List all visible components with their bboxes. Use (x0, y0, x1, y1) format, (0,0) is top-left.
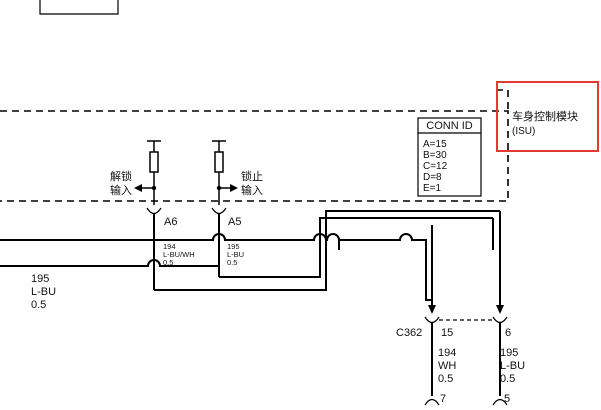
connector-id: C362 (396, 327, 422, 339)
pin-contact-symbol (211, 207, 227, 215)
unlock-input-circuit (134, 140, 162, 290)
pin-a6-label: A6 (164, 216, 177, 228)
pin-contact-symbol (492, 398, 508, 406)
conn-id-row: D=8 (423, 172, 442, 183)
module-code: (ISU) (512, 126, 535, 137)
unlock-input-label-1: 解锁 (110, 169, 132, 183)
c362-connector (424, 305, 508, 406)
module-highlight-box (496, 81, 599, 152)
pin-contact-symbol (424, 398, 440, 406)
unlock-input-label-2: 输入 (110, 183, 132, 197)
arrow-right-icon (230, 184, 238, 192)
c362-left-wire-circuit: 194 (438, 347, 456, 359)
conn-id-title: CONN ID (426, 120, 473, 132)
horizontal-wires (0, 210, 501, 309)
connector-bottom-pin-5: 5 (504, 393, 510, 405)
conn-id-row: C=12 (423, 161, 448, 172)
pin-contact-symbol (492, 316, 508, 324)
module-name: 车身控制模块 (512, 109, 578, 123)
resistor-symbol (149, 151, 159, 173)
lock-input-label-2: 输入 (241, 183, 263, 197)
arrow-down-icon (496, 305, 504, 314)
wire-a6-size: 0.5 (163, 258, 173, 267)
conn-id-row: E=1 (423, 183, 442, 194)
wire-left-circuit: 195 (31, 273, 49, 285)
c362-right-wire-circuit: 195 (500, 347, 518, 359)
wire-a6-color: L-BU/WH (163, 250, 195, 259)
wire-a5-color: L-BU (227, 250, 244, 259)
pin-contact-symbol (146, 207, 162, 215)
wire-a5-circuit: 195 (227, 242, 240, 251)
upper-component-box (39, 0, 119, 15)
connector-pin-6: 6 (505, 327, 511, 339)
connector-pin-15: 15 (441, 327, 453, 339)
pin-a5-label: A5 (228, 216, 241, 228)
resistor-symbol (214, 151, 224, 173)
wire-left-size: 0.5 (31, 299, 46, 311)
c362-left-wire-size: 0.5 (438, 373, 453, 385)
pin-contact-symbol (424, 316, 440, 324)
c362-right-wire-size: 0.5 (500, 373, 515, 385)
wire-left-color: L-BU (31, 286, 56, 298)
module-dashed-outline (0, 110, 509, 202)
arrow-down-icon (428, 305, 436, 314)
conn-id-row: B=30 (423, 150, 447, 161)
c362-left-wire-color: WH (438, 360, 456, 372)
wire-to-c362-15 (339, 233, 433, 309)
conn-id-table: CONN ID A=15 B=30 C=12 D=8 E=1 (417, 117, 482, 197)
connector-bottom-pin-7: 7 (440, 393, 446, 405)
module-dashed-outline-top (496, 89, 509, 111)
conn-id-row: A=15 (423, 139, 447, 150)
wire-a5-size: 0.5 (227, 258, 237, 267)
wire-a6-circuit: 194 (163, 242, 176, 251)
c362-right-wire-color: L-BU (500, 360, 525, 372)
lock-input-label-1: 锁止 (241, 169, 263, 183)
arrow-left-icon (134, 184, 142, 192)
